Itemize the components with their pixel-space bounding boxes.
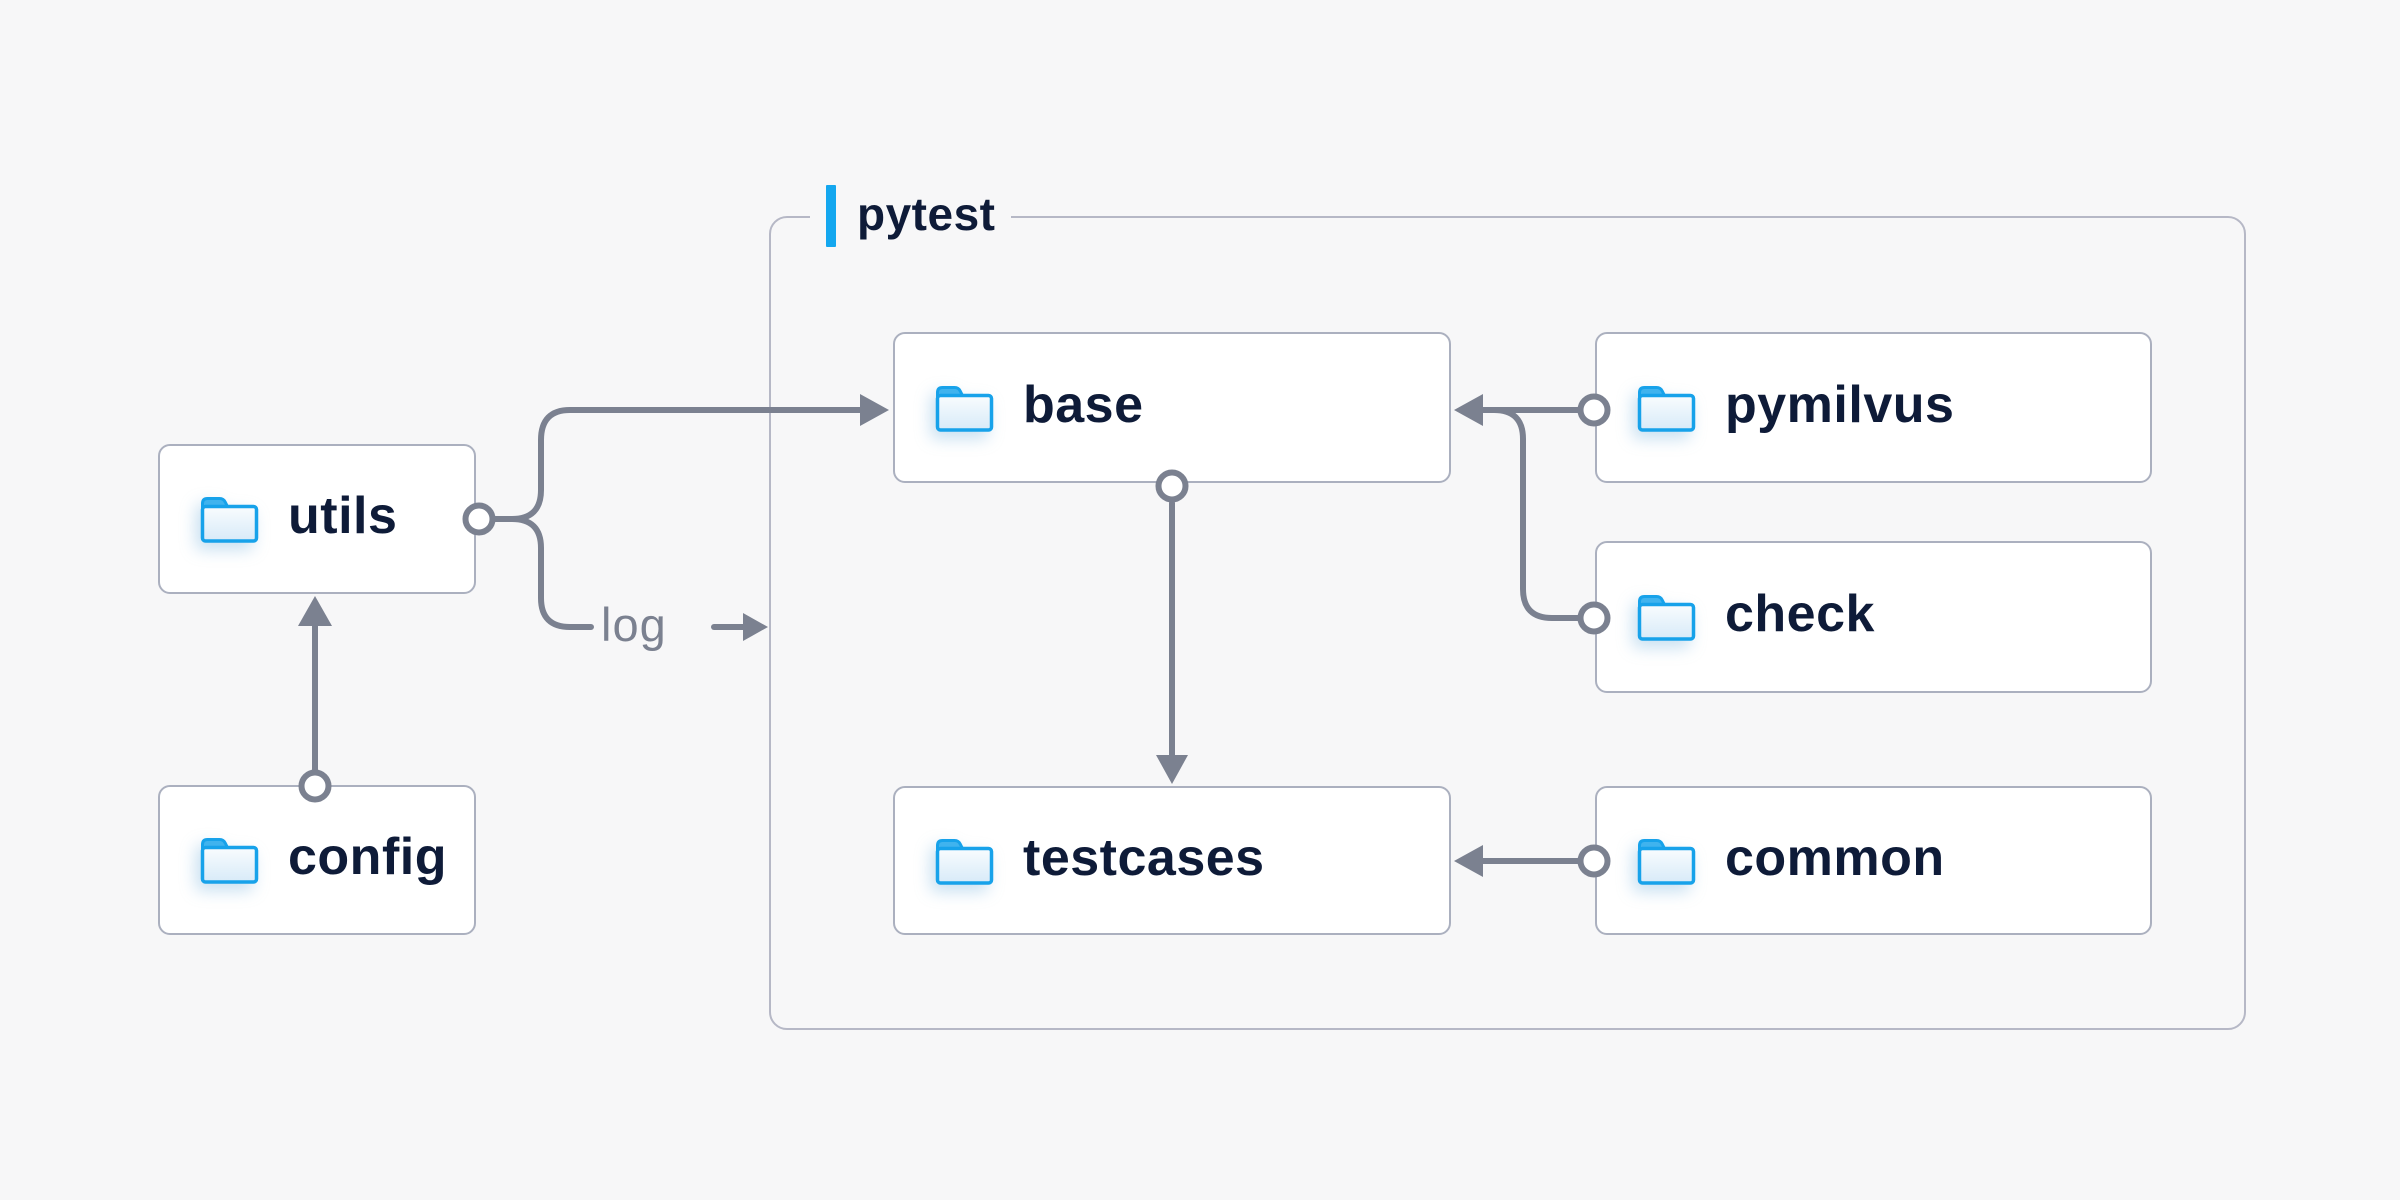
group-box-pytest (769, 216, 2246, 1030)
folder-icon (1635, 382, 1698, 434)
folder-icon (933, 382, 996, 434)
folder-icon (198, 493, 261, 545)
folder-icon (933, 835, 996, 887)
accent-bar (826, 185, 836, 247)
node-check: check (1595, 541, 2152, 693)
node-testcases: testcases (893, 786, 1451, 935)
node-pymilvus: pymilvus (1595, 332, 2152, 483)
arrowhead-log (743, 613, 768, 641)
node-label: pymilvus (1725, 375, 1955, 434)
node-label: utils (288, 487, 398, 545)
node-base: base (893, 332, 1451, 483)
node-label: common (1725, 828, 1945, 887)
folder-icon (198, 834, 261, 886)
node-label: check (1725, 585, 1875, 643)
node-label: config (288, 828, 447, 886)
group-title: pytest (857, 188, 996, 240)
edge-utils-to-log (493, 516, 594, 630)
node-utils: utils (158, 444, 476, 594)
group-label-pytest: pytest (810, 181, 1012, 251)
edge-label-log: log (601, 598, 667, 651)
node-label: base (1023, 375, 1144, 434)
node-config: config (158, 785, 476, 935)
node-common: common (1595, 786, 2152, 935)
arrowhead-into-utils (298, 596, 332, 626)
folder-icon (1635, 591, 1698, 643)
node-label: testcases (1023, 828, 1265, 887)
folder-icon (1635, 835, 1698, 887)
